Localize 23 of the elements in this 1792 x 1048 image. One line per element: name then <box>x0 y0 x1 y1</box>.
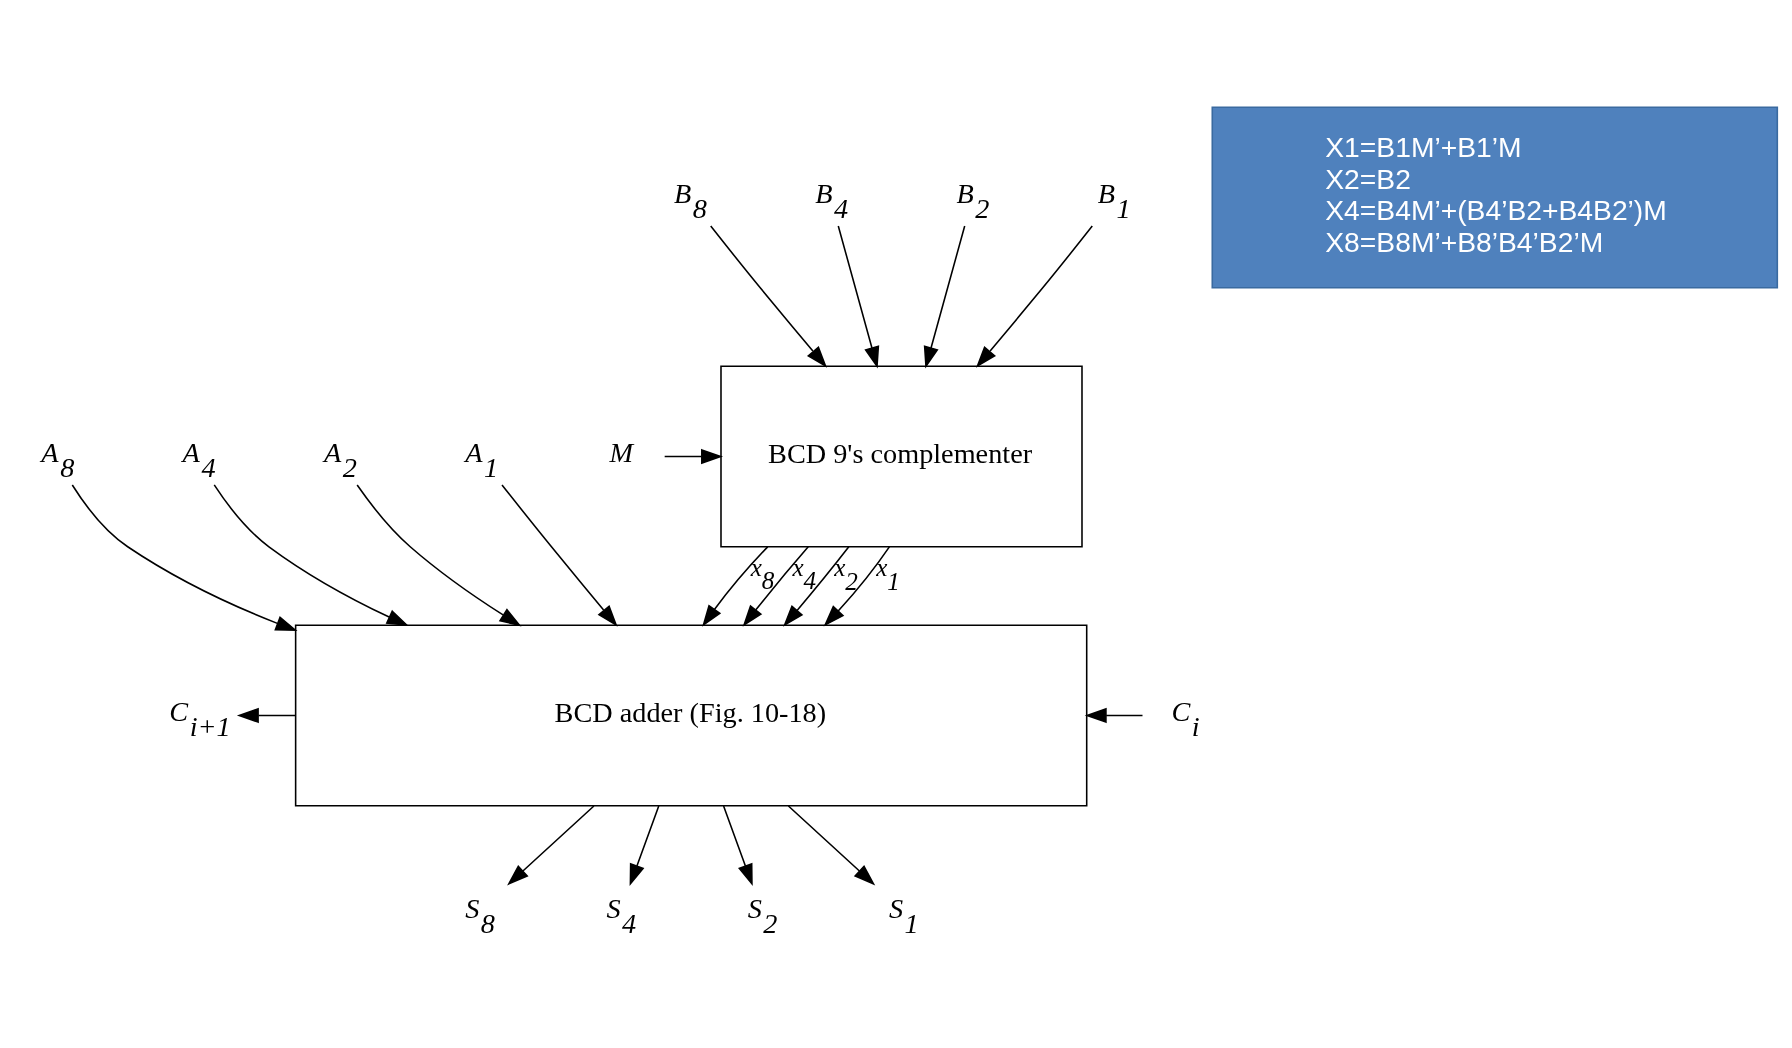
node-box: BCD 9's complementer <box>720 365 1083 548</box>
arrow <box>507 805 595 886</box>
node-box: X1=B1M’+B1’M X2=B2 X4=B4M’+(B4’B2+B4B2’)M X8=B8M’+B8’B4’B2’M <box>1211 106 1779 289</box>
arrow <box>823 546 891 627</box>
arrow <box>356 484 522 627</box>
arrow <box>709 225 828 368</box>
arrow <box>923 225 966 369</box>
arrow <box>501 484 618 627</box>
arrow <box>742 546 810 627</box>
arrow <box>787 805 876 886</box>
node-text: M <box>609 436 634 468</box>
arrow <box>236 707 297 724</box>
arrow <box>213 484 409 627</box>
arrow <box>1084 707 1144 724</box>
arrow <box>702 546 769 627</box>
arrow <box>722 805 753 887</box>
arrow <box>975 225 1094 368</box>
arrow <box>783 546 850 627</box>
arrow <box>629 805 660 887</box>
node-box: BCD adder (Fig. 10-18) <box>294 624 1088 807</box>
arrow <box>71 484 298 632</box>
arrow <box>837 225 880 369</box>
arrow <box>663 448 724 465</box>
